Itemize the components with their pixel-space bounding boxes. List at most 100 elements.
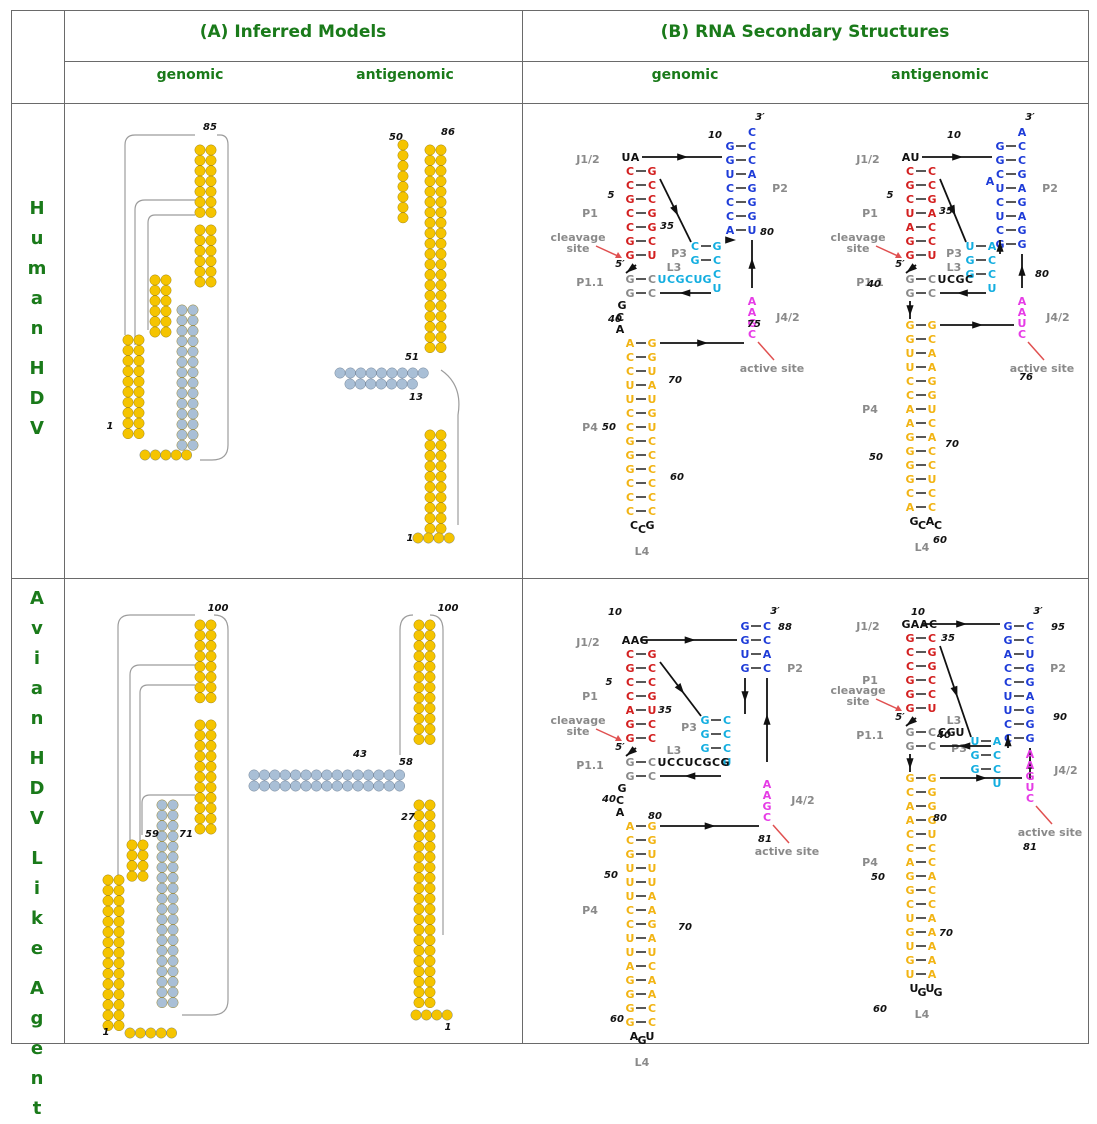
helix-nucleotide-circle: [424, 450, 436, 462]
row-label-letter: e: [30, 1038, 44, 1059]
helix-nucleotide-circle: [205, 186, 217, 198]
p4-helix-right-nt: A: [648, 974, 657, 987]
model-residue-number: 100: [438, 603, 459, 614]
helix-nucleotide-circle: [413, 913, 425, 925]
p1-helix-right-nt: U: [648, 249, 657, 262]
helix-nucleotide-circle: [435, 523, 447, 534]
p4-helix-right-nt: C: [648, 1016, 656, 1029]
j42-up-arrow-head: [748, 258, 756, 269]
p3-helix-right-nt: C: [993, 763, 1001, 776]
p11-helix-right-nt: C: [648, 756, 656, 769]
helix-nucleotide-circle: [424, 186, 436, 198]
helix-nucleotide-circle: [435, 502, 447, 514]
p11-helix-right-nt: C: [928, 726, 936, 739]
label-active-site: active site: [755, 845, 819, 858]
p2-helix-left-nt: G: [725, 140, 734, 153]
p3-nucleotide-circle: [187, 439, 199, 451]
model-residue-number: 50: [389, 132, 403, 143]
p4-nucleotide-circle: [102, 978, 114, 990]
helix-nucleotide-circle: [205, 761, 217, 773]
residue-number: 35: [941, 633, 955, 644]
helix-nucleotide-circle: [435, 429, 447, 441]
helix-nucleotide-circle: [424, 903, 436, 915]
p4-helix-left-nt: A: [906, 417, 915, 430]
helix-nucleotide-circle: [435, 196, 447, 208]
helix-nucleotide-circle: [424, 217, 436, 229]
helix-nucleotide-circle: [424, 945, 436, 956]
p2-helix-right-nt: C: [763, 620, 771, 633]
p2-bulge-nt: A: [986, 175, 995, 188]
label-p4: P4: [582, 421, 598, 434]
l4-nt: G: [933, 986, 942, 999]
p2-helix-left-nt: G: [725, 154, 734, 167]
loop-nucleotide-circle: [181, 449, 193, 461]
p1-helix-left-nt: A: [626, 704, 635, 717]
row-label-letter: t: [32, 1098, 42, 1119]
p4-helix-right-nt: C: [928, 898, 936, 911]
helix-nucleotide-circle: [194, 235, 206, 246]
p1-helix-right-nt: C: [648, 732, 656, 745]
helix-nucleotide-circle: [424, 439, 436, 451]
l3-nt: U: [658, 273, 667, 286]
p4-helix-right-nt: G: [647, 351, 656, 364]
panel-a-title: (A) Inferred Models: [199, 22, 387, 42]
helix-nucleotide-circle: [149, 305, 161, 317]
helix-nucleotide-circle: [194, 682, 206, 693]
j12-nt: A: [631, 634, 640, 647]
helix-nucleotide-circle: [194, 719, 206, 731]
p4-helix-right-nt: G: [647, 834, 656, 847]
helix-nucleotide-circle: [413, 851, 425, 863]
p3-helix-left-nt: U: [966, 240, 975, 253]
j12-nt: G: [901, 618, 910, 631]
p3-nucleotide-circle: [269, 769, 281, 781]
p3-right-nt: C: [713, 268, 721, 281]
label-p11: P1.1: [576, 759, 604, 772]
row-label-letter: A: [30, 978, 44, 999]
helix-nucleotide-circle: [160, 284, 172, 296]
helix-nucleotide-circle: [137, 839, 149, 851]
p1-helix-left-nt: G: [625, 718, 634, 731]
row-label-letter: n: [30, 318, 44, 339]
helix-nucleotide-circle: [424, 196, 436, 208]
p4-helix-left-nt: G: [625, 1002, 634, 1015]
p4-nucleotide-circle: [113, 936, 125, 948]
helix-nucleotide-circle: [424, 630, 436, 641]
p4-nucleotide-circle: [113, 926, 125, 938]
p4-helix-left-nt: G: [905, 319, 914, 332]
j42-nt: A: [763, 778, 772, 791]
helix-nucleotide-circle: [205, 750, 217, 762]
j42-nt: G: [762, 800, 771, 813]
p1-helix-left-nt: C: [626, 676, 634, 689]
p11-to-p4-arrow-head: [906, 305, 914, 316]
helix-nucleotide-circle: [435, 290, 447, 302]
helix-nucleotide-circle: [194, 630, 206, 641]
p1-helix-right-nt: C: [648, 676, 656, 689]
p2-helix-left-nt: U: [1004, 690, 1013, 703]
helix-nucleotide-circle: [424, 165, 436, 177]
p2-to-p3-arrow-head: [1004, 735, 1012, 747]
p1-helix-right-nt: G: [927, 646, 936, 659]
p4-helix-left-nt: U: [906, 361, 915, 374]
helix-nucleotide-circle: [424, 310, 436, 322]
helix-nucleotide-circle: [435, 155, 447, 166]
p11-helix-left-nt: G: [625, 273, 634, 286]
helix-nucleotide-circle: [413, 702, 425, 714]
label-cleavage: cleavage: [550, 714, 605, 727]
helix-nucleotide-circle: [424, 809, 436, 821]
label-l4: L4: [635, 545, 650, 558]
j12-nt: A: [911, 618, 920, 631]
header-a-antigenomic: antigenomic: [356, 67, 454, 83]
p2-helix-left-nt: C: [996, 196, 1004, 209]
row-label-letter: g: [30, 1008, 44, 1029]
label-p4: P4: [862, 403, 878, 416]
helix-nucleotide-circle: [424, 279, 436, 291]
label-j12: J1/2: [855, 153, 879, 166]
helix-nucleotide-circle: [435, 439, 447, 451]
p1-helix-right-nt: G: [647, 207, 656, 220]
model-residue-number: 59: [145, 829, 159, 840]
p4-helix-right-nt: U: [648, 848, 657, 861]
p3-nucleotide-circle: [167, 955, 179, 967]
loop-nucleotide-circle: [170, 449, 182, 461]
label-cleavage: cleavage: [830, 231, 885, 244]
